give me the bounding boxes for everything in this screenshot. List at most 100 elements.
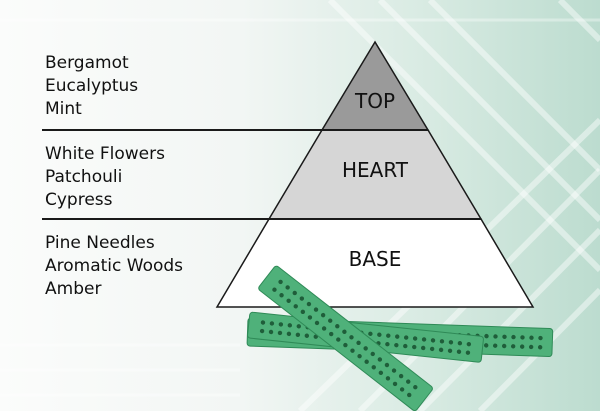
base-note: Pine Needles	[45, 233, 155, 253]
stick-hole	[403, 335, 409, 340]
stick-hole	[277, 330, 283, 336]
stick-hole	[278, 322, 284, 327]
stick-hole	[356, 340, 361, 346]
stick-hole	[328, 318, 333, 323]
heart-notes-list: White Flowers Patchouli Cypress	[45, 143, 165, 212]
stick-hole	[364, 359, 369, 364]
stick-hole	[520, 335, 525, 340]
stick-hole	[412, 336, 418, 341]
stick-hole	[465, 350, 471, 355]
stick-hole	[447, 348, 453, 354]
tier-label-base: BASE	[349, 247, 402, 271]
stick-hole	[413, 384, 418, 390]
stick-hole	[260, 320, 266, 325]
stick-hole	[350, 348, 355, 353]
stick-hole	[272, 287, 277, 292]
stick-hole	[398, 373, 404, 379]
stick-hole	[296, 324, 301, 329]
stick-hole	[430, 338, 436, 343]
stick-hole	[357, 353, 362, 359]
stick-hole	[269, 321, 275, 326]
base-note: Amber	[45, 279, 102, 299]
stick-hole	[421, 337, 427, 342]
heart-note: Patchouli	[45, 167, 123, 187]
stick-hole	[519, 344, 525, 349]
stick-hole	[306, 301, 312, 307]
stick-hole	[403, 343, 408, 349]
stick-hole	[502, 334, 507, 339]
stick-hole	[528, 344, 534, 350]
stick-hole	[385, 342, 390, 347]
stick-hole	[511, 334, 516, 340]
stick-hole	[278, 279, 283, 285]
heart-note: Cypress	[45, 190, 113, 210]
stick-hole	[320, 312, 326, 318]
stick-hole	[420, 345, 426, 351]
stick-hole	[313, 307, 319, 312]
stick-hole	[335, 324, 340, 329]
stick-hole	[342, 329, 347, 334]
stick-hole	[537, 345, 543, 350]
stick-hole	[307, 315, 313, 320]
stick-hole	[299, 296, 305, 301]
stick-hole	[286, 331, 292, 337]
stick-hole	[407, 392, 412, 398]
stick-hole	[529, 335, 534, 340]
stick-hole	[395, 334, 400, 339]
stick-hole	[259, 328, 265, 334]
stick-hole	[456, 349, 462, 354]
stick-hole	[268, 329, 274, 335]
stick-hole	[377, 357, 383, 362]
stick-hole	[385, 376, 391, 381]
stick-hole	[292, 290, 297, 296]
stick-hole	[363, 346, 368, 351]
stick-hole	[412, 344, 417, 350]
stick-hole	[392, 381, 398, 387]
stick-hole	[386, 333, 391, 338]
stick-hole	[394, 342, 399, 348]
stick-hole	[406, 379, 411, 384]
stick-hole	[329, 331, 334, 337]
stick-hole	[279, 293, 284, 298]
stick-hole	[501, 343, 507, 349]
stick-hole	[286, 298, 291, 303]
base-notes-list: Pine Needles Aromatic Woods Amber	[45, 232, 183, 301]
stick-hole	[457, 341, 463, 346]
tier-label-top: TOP	[354, 89, 395, 113]
stick-hole	[429, 346, 435, 352]
stick-hole	[493, 334, 498, 339]
stick-hole	[349, 335, 354, 340]
stick-hole	[343, 342, 348, 348]
stick-hole	[336, 337, 341, 342]
stick-hole	[399, 387, 405, 392]
stick-hole	[384, 362, 390, 368]
stick-hole	[391, 368, 397, 373]
stick-hole	[287, 323, 293, 328]
stick-hole	[438, 347, 444, 353]
top-tier	[320, 40, 430, 131]
green-diffuser-sticks-icon	[246, 265, 554, 411]
stick-hole	[371, 365, 376, 370]
base-note: Aromatic Woods	[45, 256, 184, 276]
top-note: Mint	[45, 99, 82, 119]
stick-hole	[321, 326, 327, 331]
stick-hole	[377, 332, 382, 337]
top-note: Bergamot	[45, 53, 129, 73]
stick-hole	[492, 343, 498, 348]
stick-hole	[484, 333, 489, 339]
stick-hole	[285, 285, 290, 290]
stick-hole	[293, 304, 298, 309]
stick-hole	[439, 339, 445, 344]
stick-hole	[314, 320, 320, 326]
stick-hole	[368, 331, 373, 337]
stick-hole	[510, 344, 516, 349]
tier-label-heart: HEART	[342, 158, 409, 182]
stick-hole	[378, 370, 384, 376]
top-notes-list: Bergamot Eucalyptus Mint	[45, 52, 138, 121]
stick-hole	[295, 332, 301, 338]
top-note: Eucalyptus	[45, 76, 139, 96]
stick-hole	[304, 333, 310, 338]
stick-hole	[466, 341, 472, 347]
stick-hole	[483, 343, 489, 348]
